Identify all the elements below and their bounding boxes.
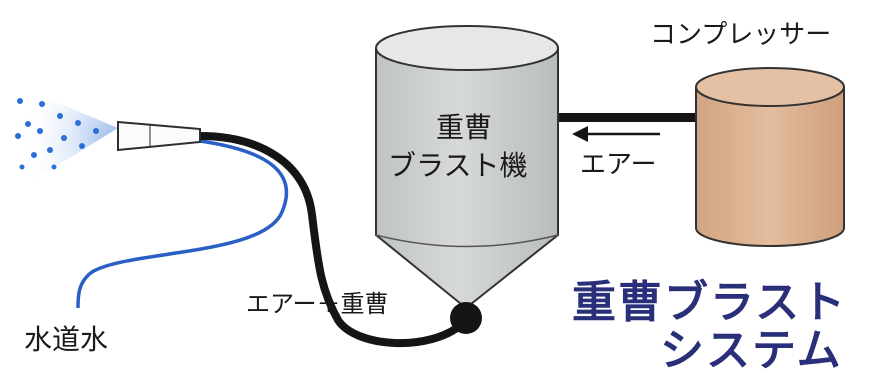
- soda-blast-diagram: コンプレッサー 重曹 ブラスト機 エアー エアー＋重曹 水道水 重曹ブラスト シ…: [8, 20, 848, 376]
- air-pipe: [556, 113, 696, 122]
- compressor-label: コンプレッサー: [650, 20, 832, 50]
- blaster-label-line2: ブラスト機: [388, 149, 528, 182]
- diagram-drawing: [8, 25, 845, 348]
- water-hose: [76, 139, 289, 309]
- system-title-line2: システム: [660, 325, 843, 376]
- spray-droplets: [15, 98, 99, 170]
- blaster-label-line1: 重曹: [436, 111, 493, 144]
- blaster-machine: [375, 25, 559, 310]
- system-title-line1: 重曹ブラスト: [572, 277, 848, 328]
- air-soda-label: エアー＋重曹: [246, 290, 389, 318]
- left-arrow-icon: [572, 126, 660, 142]
- air-label: エアー: [580, 150, 657, 180]
- tap-water-label: 水道水: [24, 323, 109, 356]
- blaster-valve: [450, 302, 482, 334]
- spray-nozzle-icon: [117, 120, 201, 152]
- compressor-tank: [695, 67, 845, 247]
- air-soda-hose: [196, 132, 466, 348]
